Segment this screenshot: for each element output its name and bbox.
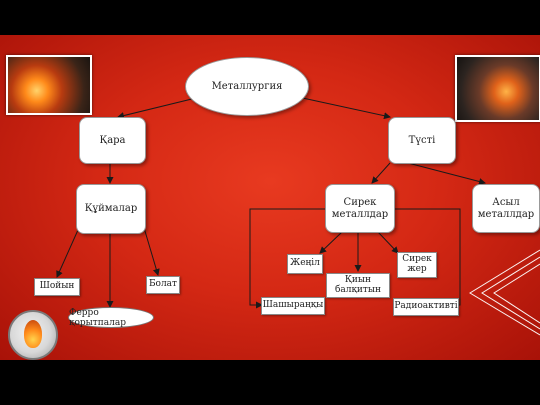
node-radioactive: Радиоактивті xyxy=(393,298,459,316)
node-dispersed: Шашыраңқы xyxy=(261,297,325,315)
slide: Металлургия Қара Түсті Құймалар Сирек ме… xyxy=(0,35,540,360)
node-root: Металлургия xyxy=(185,57,309,116)
flame-icon xyxy=(24,320,42,348)
edge-root-nonferrous xyxy=(297,96,391,120)
node-refractory: Қиын балқитын xyxy=(326,273,390,298)
node-black: Қара xyxy=(79,117,146,164)
foundry-photo-right xyxy=(455,55,540,122)
edge-rare-dispersed xyxy=(249,208,325,309)
edge-rare-light xyxy=(319,231,343,254)
node-nonferrous: Түсті xyxy=(388,117,456,164)
node-steel: Болат xyxy=(146,276,180,294)
node-cast-iron: Шойын xyxy=(34,278,80,296)
foundry-photo-left xyxy=(6,55,92,115)
edge-nonferrous-rare xyxy=(371,162,391,184)
node-precious-metals: Асыл металлдар xyxy=(472,184,540,233)
node-ferroalloys: Ферро қорытпалар xyxy=(68,307,154,328)
node-rare-earth: Сирек жер xyxy=(397,252,437,278)
node-castings: Құймалар xyxy=(76,184,146,234)
node-rare-metals: Сирек металлдар xyxy=(325,184,395,233)
edge-rare-rareearth xyxy=(377,231,399,254)
edge-root-black xyxy=(117,96,201,119)
edge-nonferrous-precious xyxy=(407,162,486,185)
logo-badge xyxy=(8,310,58,360)
decor-chevrons xyxy=(469,249,540,336)
node-light: Жеңіл xyxy=(287,254,323,274)
